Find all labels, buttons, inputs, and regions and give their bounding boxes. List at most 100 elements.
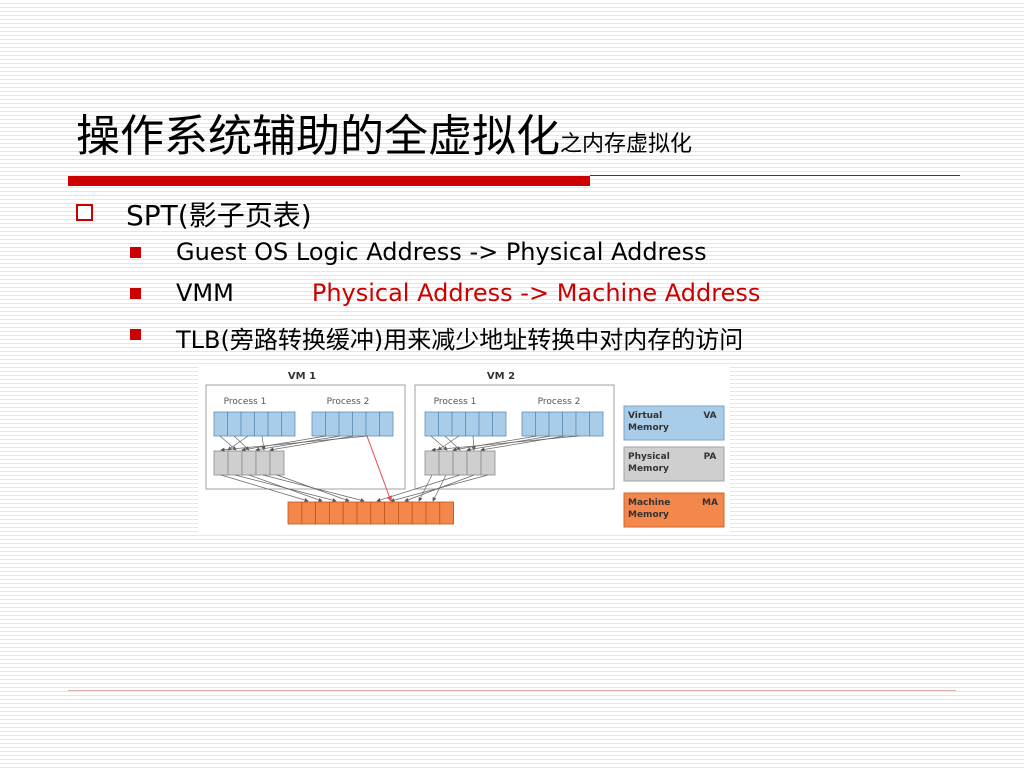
vm2-va-to-pa-arrow — [430, 435, 448, 451]
vm2-label: VM 2 — [487, 371, 515, 382]
vm2-process1-pages-cell — [451, 411, 466, 437]
vm1-physical-pages-cell — [269, 450, 285, 476]
vm1-process2-pages-cell — [338, 411, 353, 437]
vm2-process2-label: Process 2 — [538, 397, 581, 407]
vm1-pa-to-ma-arrow — [220, 474, 309, 503]
vm1-process2-pages-cell — [325, 411, 340, 437]
vm1-process2-pages-cell — [352, 411, 367, 437]
vm1-process2-pages-cell — [311, 411, 326, 437]
machine-pages-cell — [342, 501, 358, 525]
slide-title-main: 操作系统辅助的全虚拟化 — [76, 111, 560, 162]
vm1-process1-pages-cell — [254, 411, 269, 437]
vm1-va-to-pa-arrow — [220, 435, 369, 452]
legend-virtual-memory: Virtual Memory VA — [623, 405, 725, 441]
vmm-mapping: Physical Address -> Machine Address — [311, 279, 761, 307]
legend-va-line1: Virtual — [628, 411, 662, 421]
machine-pages-cell — [356, 501, 372, 525]
vm2-process1-pages-cell — [465, 411, 480, 437]
vm2-process2-pages-cell — [562, 411, 577, 437]
bullet-guest-os-text: Guest OS Logic Address -> Physical Addre… — [176, 238, 707, 266]
vm1-process1-pages — [213, 411, 296, 437]
slide-title: 操作系统辅助的全虚拟化之内存虚拟化 — [76, 100, 692, 164]
legend-va-line2: Memory — [628, 423, 669, 433]
vm1-process1-pages-cell — [267, 411, 282, 437]
vm2-process2-pages — [521, 411, 604, 437]
title-underline-thin — [590, 175, 960, 176]
vm1-process1-label: Process 1 — [224, 397, 267, 407]
vm2-physical-pages-cell — [452, 450, 468, 476]
vm2-process1-label: Process 1 — [434, 397, 477, 407]
vm2-process2-pages-cell — [589, 411, 604, 437]
machine-pages-cell — [287, 501, 303, 525]
legend-va-box — [623, 405, 725, 441]
legend-pa-line1: Physical — [628, 452, 670, 462]
slide-title-sub: 之内存虚拟化 — [560, 132, 693, 157]
legend-pa-box — [623, 446, 725, 482]
vm1-process2-pages — [311, 411, 394, 437]
vm1-process1-pages-cell — [213, 411, 228, 437]
vm1-process1-pages-cell — [227, 411, 242, 437]
legend-va-abbr: VA — [703, 411, 716, 421]
machine-pages-cell — [328, 501, 344, 525]
vm1-process2-pages-cell — [379, 411, 394, 437]
square-bullet-icon — [130, 329, 141, 340]
vm1-physical-pages-cell — [227, 450, 243, 476]
vm1-process2-label: Process 2 — [327, 397, 370, 407]
machine-pages-cell — [439, 501, 455, 525]
machine-pages-cell — [370, 501, 386, 525]
vm1-va-to-pa-arrow — [227, 435, 249, 451]
machine-pages-cell — [315, 501, 330, 525]
vm2-physical-pages-cell — [424, 450, 440, 476]
machine-pages-cell — [384, 501, 399, 525]
vmm-label: VMM — [176, 279, 234, 307]
vm1-process2-pages-cell — [365, 411, 380, 437]
vm2-va-to-pa-arrow — [437, 435, 460, 451]
vm1-physical-pages — [213, 450, 285, 476]
vm2-physical-pages-cell — [466, 450, 482, 476]
vm2-process1-pages — [424, 411, 507, 437]
vm1-physical-pages-cell — [213, 450, 229, 476]
legend-ma-abbr: MA — [702, 498, 718, 508]
vm1-va-to-pa-arrow — [219, 435, 237, 451]
memory-virtualization-diagram: VM 1 VM 2 Process 1 Process 2 Process 1 … — [198, 366, 730, 534]
bullet-vmm-text: VMM Physical Address -> Machine Address — [176, 279, 760, 307]
vm1-process1-pages-cell — [240, 411, 255, 437]
legend-ma-line2: Memory — [628, 510, 669, 520]
vm2-physical-pages-cell — [480, 450, 496, 476]
square-bullet-icon — [130, 247, 141, 258]
vm2-va-to-pa-arrow — [431, 435, 580, 452]
bullet-tlb-text: TLB(旁路转换缓冲)用来减少地址转换中对内存的访问 — [176, 326, 744, 354]
legend-pa-abbr: PA — [704, 452, 717, 462]
vm1-physical-pages-cell — [241, 450, 257, 476]
vm2-va-to-pa-arrow — [471, 435, 476, 451]
vm1-process1-pages-cell — [281, 411, 296, 437]
machine-pages-cell — [397, 501, 413, 525]
vm2-process1-pages-cell — [492, 411, 507, 437]
legend-ma-line1: Machine — [628, 498, 670, 508]
machine-pages-cell — [411, 501, 427, 525]
vm1-va-to-pa-arrow — [261, 435, 266, 451]
vm2-process2-pages-cell — [548, 411, 563, 437]
vm2-pa-to-ma-arrow — [418, 474, 433, 502]
vm2-process2-pages-cell — [521, 411, 536, 437]
vm2-process1-pages-cell — [478, 411, 493, 437]
vm2-physical-pages-cell — [438, 450, 454, 476]
vm2-process1-pages-cell — [424, 411, 439, 437]
hollow-square-bullet-icon — [76, 204, 93, 221]
vm2-process1-pages-cell — [438, 411, 453, 437]
legend-physical-memory: Physical Memory PA — [623, 446, 725, 482]
vm1-physical-pages-cell — [255, 450, 271, 476]
vm2-pa-to-ma-arrow — [390, 474, 489, 503]
machine-pages-cell — [301, 501, 317, 525]
vm2-physical-pages — [424, 450, 496, 476]
legend-machine-memory: Machine Memory MA — [623, 492, 725, 528]
legend-ma-box — [623, 492, 725, 528]
machine-pages-cell — [425, 501, 441, 525]
title-underline-thick — [68, 176, 590, 186]
vm2-process2-pages-cell — [575, 411, 590, 437]
vm2-process2-pages-cell — [535, 411, 550, 437]
vm1-label: VM 1 — [288, 371, 316, 382]
bullet-spt-text: SPT(影子页表) — [126, 199, 312, 232]
shadow-mapping-arrow — [366, 435, 393, 502]
vm1-pa-to-ma-arrow — [248, 474, 323, 502]
